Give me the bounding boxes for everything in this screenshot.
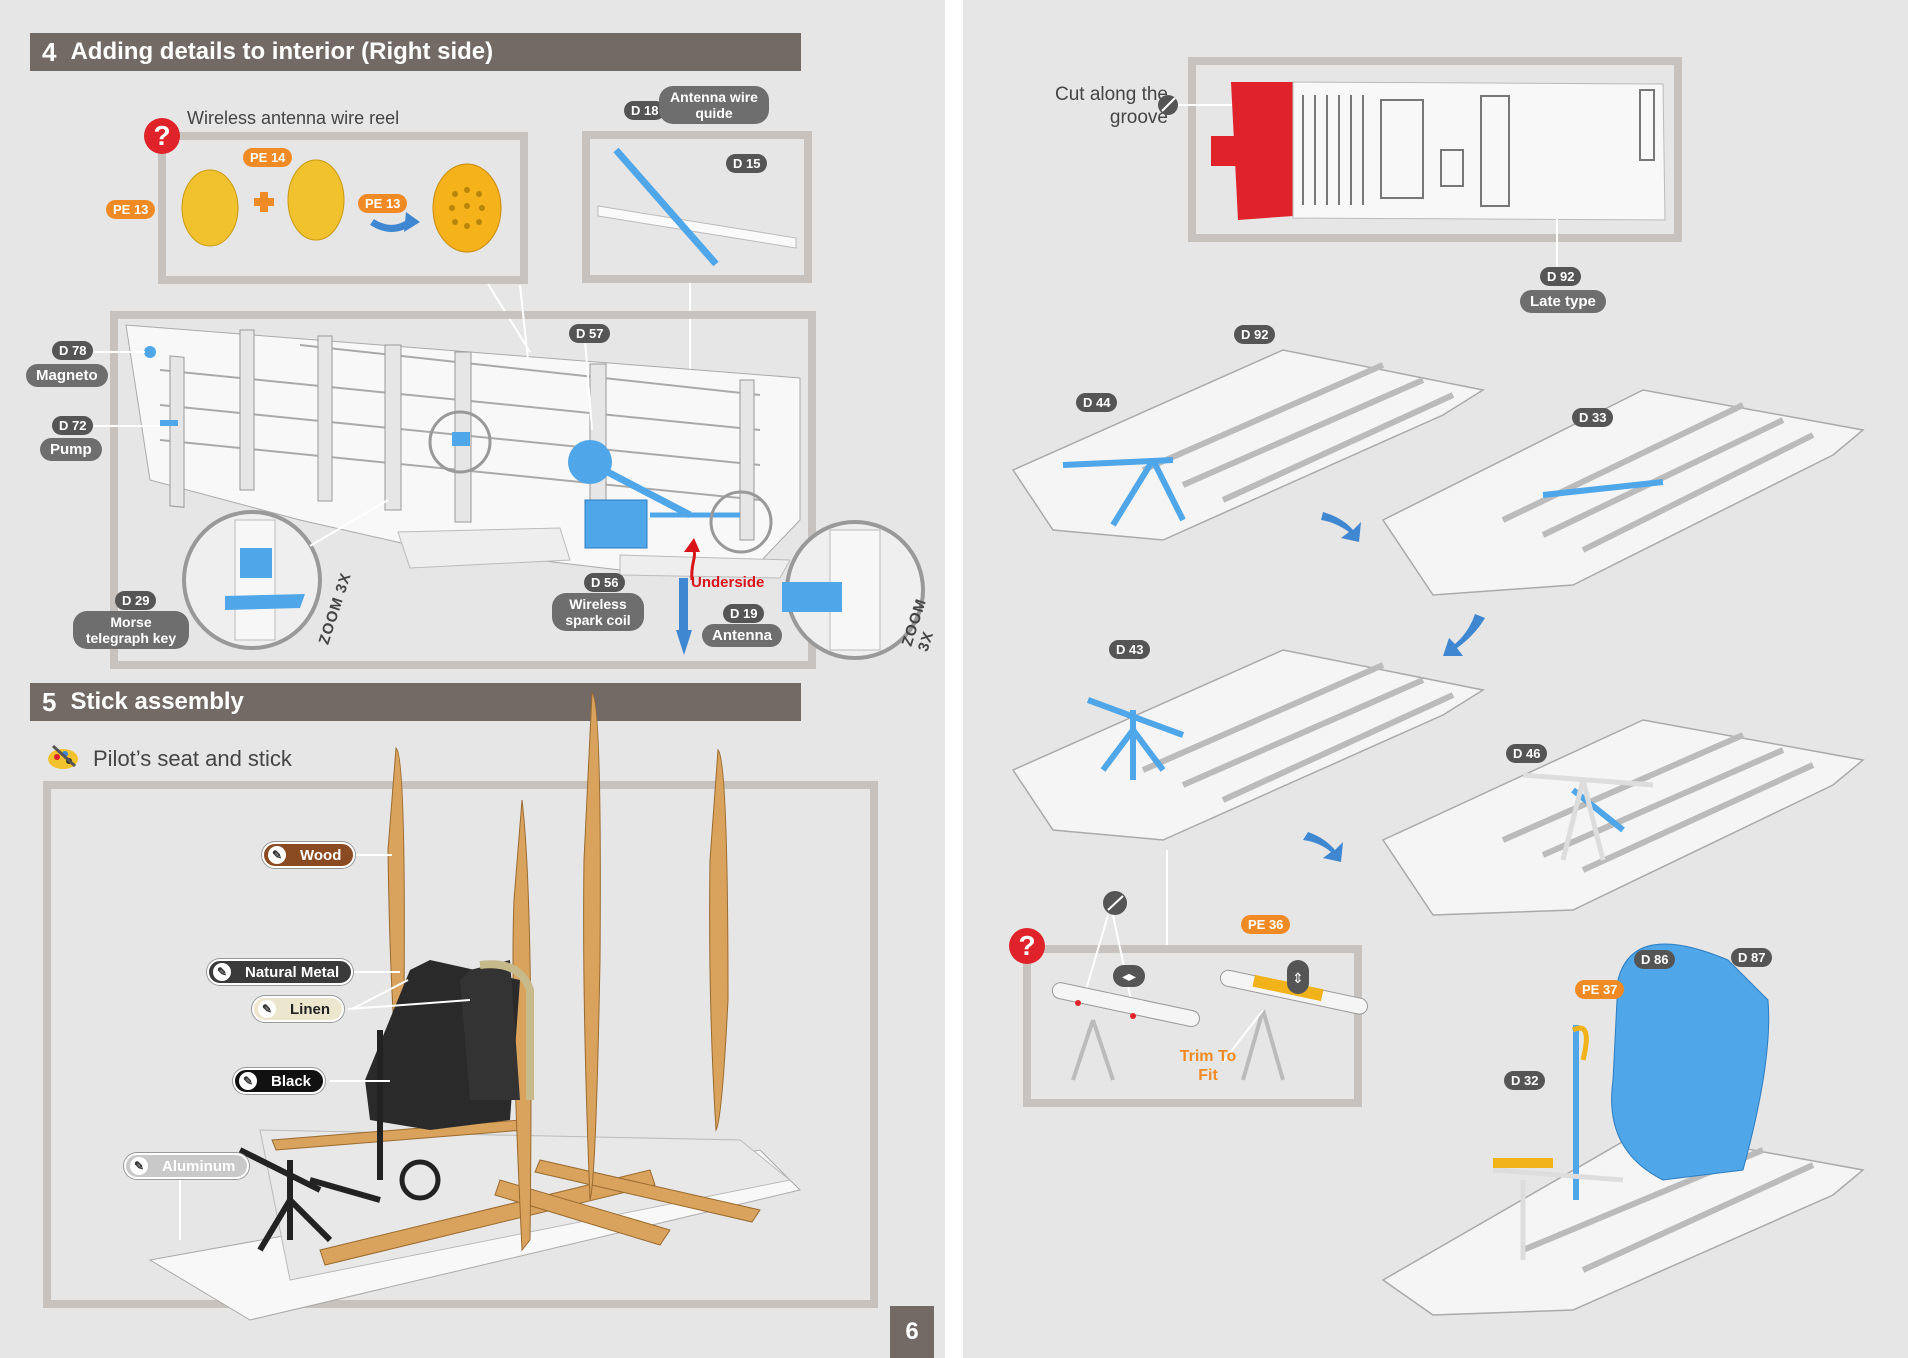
section-4-header: 4 Adding details to interior (Right side… [30, 33, 801, 71]
d57-tag: D 57 [569, 324, 611, 343]
d32-tag: D 32 [1504, 1071, 1546, 1090]
d46-tag: D 46 [1506, 744, 1548, 763]
trim-to-fit-label: Trim To Fit [1179, 1048, 1237, 1085]
section-4-number: 4 [42, 36, 57, 67]
d18-tag: D 18 [624, 101, 666, 120]
seat-frame [43, 781, 878, 1308]
underside-label: Underside [691, 574, 765, 591]
magneto-label: Magneto [26, 364, 108, 388]
paint-linen: ✎ Linen [252, 996, 344, 1022]
antenna-label: Antenna [702, 624, 782, 648]
paint-palette-icon [47, 744, 81, 770]
brush-icon: ✎ [258, 1000, 276, 1018]
d43-tag: D 43 [1109, 640, 1151, 659]
pe13-tag-b: PE 13 [358, 194, 408, 213]
d72-tag: D 72 [52, 416, 94, 435]
d92-tag: D 92 [1234, 325, 1276, 344]
floor-panel-illustration [1158, 81, 1666, 268]
morse-label: Morse telegraph key [73, 611, 189, 650]
pump-label: Pump [40, 438, 102, 462]
paint-aluminum-label: Aluminum [162, 1157, 236, 1175]
reel-frame [158, 132, 528, 284]
pe14-tag: PE 14 [243, 148, 293, 167]
page-number: 6 [890, 1306, 934, 1358]
pe37-tag: PE 37 [1575, 980, 1625, 999]
paint-natural-metal-label: Natural Metal [245, 963, 340, 981]
d78-tag: D 78 [52, 341, 94, 360]
paint-wood-label: Wood [300, 846, 342, 864]
late-type-label: Late type [1520, 290, 1606, 314]
pe13-tag-a: PE 13 [106, 200, 156, 219]
pe36-tag: PE 36 [1241, 915, 1291, 934]
stick-assembly-steps-illustration [1011, 349, 1865, 1316]
d87-tag: D 87 [1731, 948, 1773, 967]
d92-top-tag: D 92 [1540, 267, 1582, 286]
section-4-title: Adding details to interior (Right side) [70, 38, 494, 65]
paint-wood: ✎ Wood [262, 842, 356, 868]
trim-frame [1023, 945, 1362, 1107]
cut-frame [1188, 57, 1682, 242]
d15-tag: D 15 [726, 154, 768, 173]
d44-tag: D 44 [1076, 393, 1118, 412]
section-5-number: 5 [42, 686, 57, 717]
section-5-title: Stick assembly [70, 688, 244, 715]
left-page: 4 Adding details to interior (Right side… [0, 0, 945, 1358]
antenna-guide-text: Antenna wire quide [670, 89, 758, 122]
paint-natural-metal: ✎ Natural Metal [207, 959, 354, 985]
d29-tag: D 29 [115, 591, 157, 610]
svg-text:◂▸: ◂▸ [1122, 969, 1136, 985]
d56-tag: D 56 [584, 573, 626, 592]
trim-illustration: ◂▸ ⇕ [1051, 891, 1369, 1081]
brush-icon: ✎ [130, 1157, 148, 1175]
paint-black: ✎ Black [233, 1068, 326, 1094]
reel-illustration [181, 159, 531, 353]
antenna-guide-frame [582, 131, 812, 283]
right-page: Cut along the groove D 92 Late type [963, 0, 1908, 1358]
spark-coil-label: Wireless spark coil [552, 593, 644, 632]
interior-frame [110, 311, 816, 669]
seat-stick-illustration [148, 692, 801, 1321]
seat-title: Pilot’s seat and stick [93, 746, 292, 771]
antenna-guide-label: Antenna wire quide [659, 86, 769, 125]
question-icon-right: ? [1009, 928, 1045, 964]
paint-aluminum: ✎ Aluminum [124, 1153, 250, 1179]
d86-tag: D 86 [1634, 950, 1676, 969]
d19-tag: D 19 [723, 604, 765, 623]
fuselage-interior-illustration [94, 284, 925, 660]
svg-text:⇕: ⇕ [1292, 971, 1304, 987]
paint-black-label: Black [271, 1072, 312, 1090]
brush-icon: ✎ [213, 963, 231, 981]
brush-icon: ✎ [268, 846, 286, 864]
paint-linen-label: Linen [290, 1000, 330, 1018]
cut-label: Cut along the groove [1054, 84, 1168, 128]
section-5-header: 5 Stick assembly [30, 683, 801, 721]
d33-tag: D 33 [1572, 408, 1614, 427]
reel-title: Wireless antenna wire reel [187, 108, 400, 128]
question-icon: ? [144, 118, 180, 154]
brush-icon: ✎ [239, 1072, 257, 1090]
